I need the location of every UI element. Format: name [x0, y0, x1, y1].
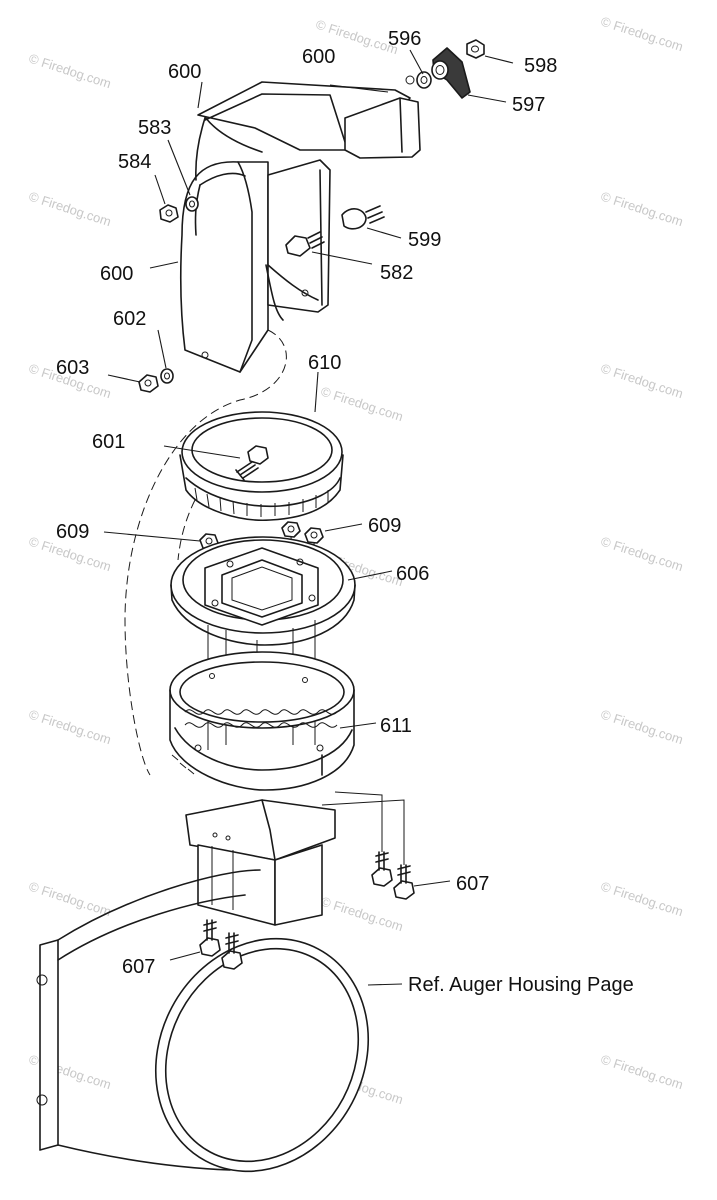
label-600: 600: [302, 46, 335, 68]
label-600: 600: [100, 263, 133, 285]
label-583: 583: [138, 117, 171, 139]
part-labels: 600 600 596 598 597 583 584 599 582 600 …: [56, 28, 634, 996]
label-607: 607: [456, 873, 489, 895]
ring-gear: [169, 651, 355, 791]
bearing-ring: [179, 411, 344, 521]
watermark: © Firedog.com: [599, 534, 685, 575]
label-597: 597: [512, 94, 545, 116]
label-610: 610: [308, 352, 341, 374]
label-596: 596: [388, 28, 421, 50]
ref-auger-housing-note: Ref. Auger Housing Page: [408, 974, 634, 996]
chute-bolts: [285, 205, 385, 257]
watermark: © Firedog.com: [319, 384, 405, 425]
watermark: © Firedog.com: [599, 707, 685, 748]
leader-lines: [103, 49, 514, 986]
watermark: © Firedog.com: [599, 879, 685, 920]
phantom-guide-line: [177, 499, 196, 561]
watermark: © Firedog.com: [319, 894, 405, 935]
label-584: 584: [118, 151, 151, 173]
label-603: 603: [56, 357, 89, 379]
label-598: 598: [524, 55, 557, 77]
auger-housing: [36, 869, 370, 1173]
mounting-flange: [170, 536, 356, 646]
watermark: © Firedog.com: [27, 189, 113, 230]
phantom-guide-line: [124, 329, 287, 776]
watermark-layer: © Firedog.com © Firedog.com © Firedog.co…: [27, 14, 685, 1108]
label-609: 609: [368, 515, 401, 537]
chute-nut-washer: [138, 368, 174, 393]
deflector-chute-assembly: [179, 75, 421, 373]
label-606: 606: [396, 563, 429, 585]
chute-base-adapter: [185, 799, 336, 926]
watermark: © Firedog.com: [27, 707, 113, 748]
label-609: 609: [56, 521, 89, 543]
pivot-hardware-left: [159, 196, 199, 223]
watermark: © Firedog.com: [27, 51, 113, 92]
watermark: © Firedog.com: [599, 189, 685, 230]
label-600: 600: [168, 61, 201, 83]
label-611: 611: [380, 715, 412, 737]
label-607: 607: [122, 956, 155, 978]
watermark: © Firedog.com: [27, 879, 113, 920]
bolt-601: [235, 445, 269, 481]
label-602: 602: [113, 308, 146, 330]
watermark: © Firedog.com: [599, 14, 685, 55]
deflector-hardware: [416, 39, 485, 99]
label-582: 582: [380, 262, 413, 284]
watermark: © Firedog.com: [599, 1052, 685, 1093]
label-601: 601: [92, 431, 125, 453]
watermark: © Firedog.com: [599, 361, 685, 402]
label-599: 599: [408, 229, 441, 251]
base-bolts: [199, 791, 415, 970]
